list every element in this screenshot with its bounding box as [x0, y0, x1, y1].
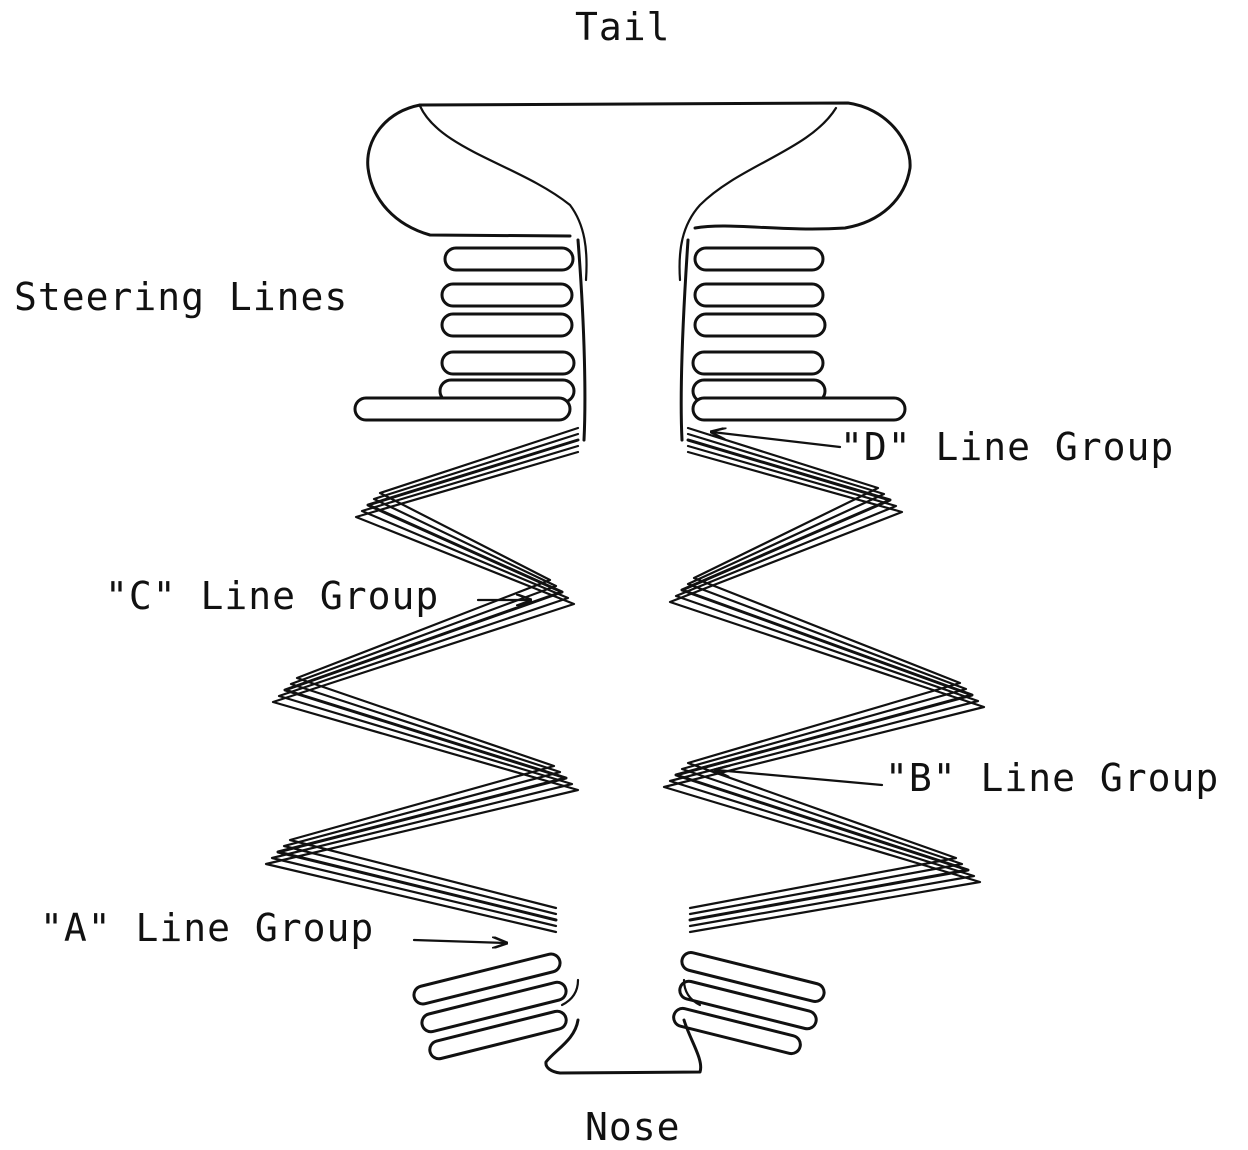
b-line-group-label: "B" Line Group	[885, 756, 1219, 800]
a-group-arrow	[412, 940, 506, 943]
zigzag-strand-right	[680, 432, 968, 916]
zigzag-strand-right	[668, 444, 980, 928]
steering-loop-left	[353, 396, 572, 422]
steering-loop-left	[440, 312, 574, 338]
steering-loop-right	[693, 282, 825, 308]
tail-label: Tail	[575, 5, 671, 49]
center-stem	[576, 238, 690, 442]
zigzag-strand-right	[674, 438, 974, 922]
steering-lines-label: Steering Lines	[14, 275, 348, 319]
zigzag-strand-right	[686, 426, 962, 910]
a-line-group-label: "A" Line Group	[40, 906, 374, 950]
steering-loop-right	[691, 396, 907, 422]
zigzag-strand-right	[662, 450, 986, 934]
steering-loop-right	[691, 350, 825, 376]
zigzag-strand-left	[264, 450, 580, 934]
annotation-arrows	[412, 432, 884, 943]
nose-canopy	[544, 978, 703, 1075]
d-line-group-label: "D" Line Group	[840, 425, 1174, 469]
steering-loop-right	[693, 246, 825, 272]
nose-label: Nose	[585, 1105, 681, 1145]
steering-loop-left	[440, 350, 576, 376]
tail-canopy	[366, 101, 912, 282]
steering-loop-right	[693, 312, 827, 338]
steering-loop-left	[440, 282, 574, 308]
zigzag-strand-left	[276, 438, 580, 922]
d-group-arrow	[712, 432, 842, 449]
zigzag-strand-left	[270, 444, 580, 928]
b-group-arrow	[716, 770, 884, 787]
line-group-zigzags	[264, 426, 986, 934]
steering-loop-left	[443, 246, 575, 272]
a-group-loops	[412, 951, 826, 1061]
zigzag-strand-left	[288, 426, 580, 910]
steering-line-loops	[353, 246, 907, 422]
c-line-group-label: "C" Line Group	[105, 574, 439, 618]
zigzag-strand-left	[282, 432, 580, 916]
